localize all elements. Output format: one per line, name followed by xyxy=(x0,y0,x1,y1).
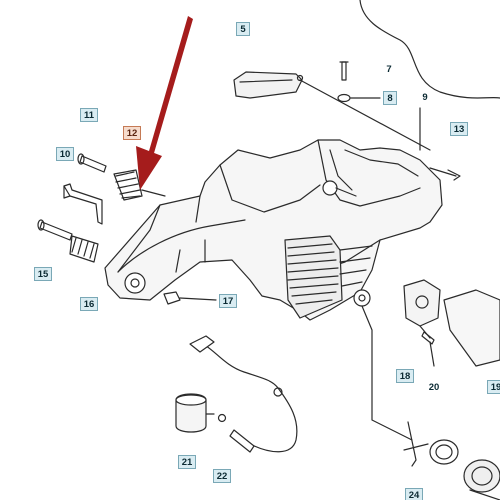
callout-8: 8 xyxy=(383,91,397,105)
part-18-module xyxy=(403,279,441,339)
callout-24: 24 xyxy=(405,488,423,500)
sprocket-assembly xyxy=(463,459,500,500)
chain-brake-housing xyxy=(104,139,443,321)
part-19-shield xyxy=(443,289,500,367)
part-21-cylinder xyxy=(175,393,215,433)
callout-10: 10 xyxy=(56,147,74,161)
highlight-arrow xyxy=(136,16,193,190)
part-8-washer xyxy=(337,93,351,103)
part-17-bolt xyxy=(163,291,217,305)
part-7-bolt xyxy=(339,61,349,81)
callout-7: 7 xyxy=(386,64,392,75)
callout-17: 17 xyxy=(219,294,237,308)
callout-9: 9 xyxy=(422,92,428,103)
callout-19: 19 xyxy=(487,380,500,394)
part-24-ring xyxy=(429,439,459,465)
callout-21: 21 xyxy=(178,455,196,469)
callout-12: 12 xyxy=(123,126,141,140)
callout-11: 11 xyxy=(80,108,98,122)
part-10-bracket xyxy=(63,183,103,225)
part-11-pin xyxy=(77,153,107,173)
part-22-clip xyxy=(217,413,227,423)
part-15-bolt xyxy=(37,219,73,241)
callout-13: 13 xyxy=(450,122,468,136)
throttle-cable-top xyxy=(359,0,500,99)
callout-22: 22 xyxy=(213,469,231,483)
part-24-spring xyxy=(403,421,429,467)
callout-5: 5 xyxy=(236,22,250,36)
part-20-screw xyxy=(421,331,435,367)
callout-20: 20 xyxy=(428,382,440,393)
part-12-spring xyxy=(113,169,166,201)
callout-18: 18 xyxy=(396,369,414,383)
part-16-spring xyxy=(69,235,99,263)
callout-15: 15 xyxy=(34,267,52,281)
part-5-bracket xyxy=(233,71,304,99)
brake-cable xyxy=(205,345,298,453)
callout-16: 16 xyxy=(80,297,98,311)
